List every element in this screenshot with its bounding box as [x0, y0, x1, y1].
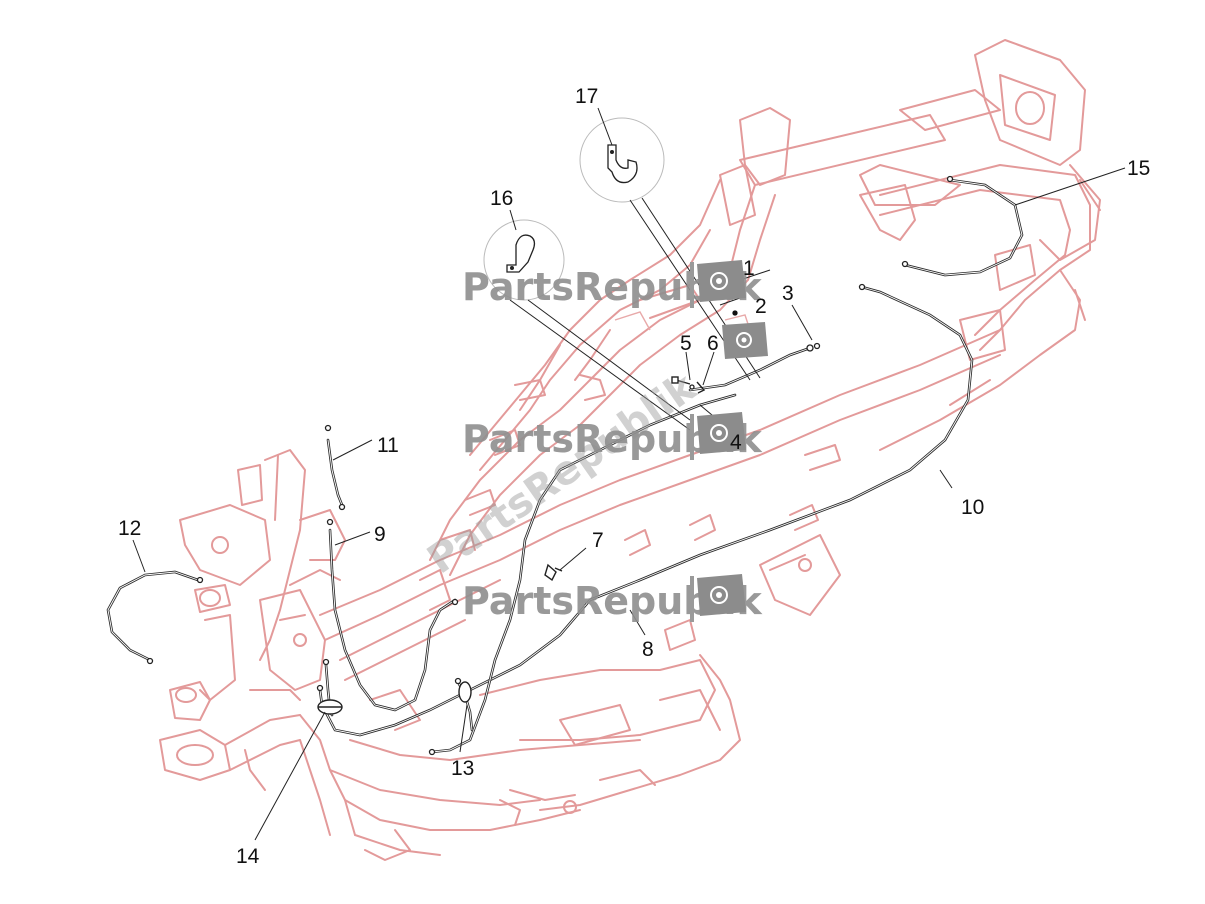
marker-dot	[732, 310, 738, 316]
callout-15: 15	[1127, 157, 1150, 180]
leader-lines	[132, 107, 1126, 841]
cable-10	[318, 285, 974, 737]
callout-2: 2	[755, 295, 767, 318]
callout-7: 7	[592, 529, 604, 552]
callout-10: 10	[961, 496, 984, 519]
callout-11: 11	[377, 434, 399, 457]
gear-badge	[722, 322, 768, 359]
cable-11	[326, 438, 344, 507]
cable-15	[903, 178, 1024, 277]
callout-4: 4	[730, 431, 742, 454]
callout-13: 13	[451, 757, 474, 780]
callout-labels: 17 16 15 1 2 3 4 5 6 7 8 9 10 11 12 13 1…	[118, 85, 1150, 868]
callout-12: 12	[118, 517, 141, 540]
callout-1: 1	[743, 257, 755, 280]
callout-17: 17	[575, 85, 598, 108]
callout-5: 5	[680, 332, 692, 355]
cable-9	[328, 528, 457, 712]
cable-12	[106, 570, 200, 662]
callout-9: 9	[374, 523, 386, 546]
watermark-diagonal-text: PartsRepublik	[419, 364, 705, 583]
cable-4	[430, 346, 812, 754]
watermark-3: PartsRepublik	[462, 574, 763, 623]
watermark-1: PartsRepublik	[462, 260, 763, 309]
callout-6: 6	[707, 332, 719, 355]
small-parts	[317, 376, 706, 715]
watermark-2: PartsRepublik	[462, 412, 763, 461]
callout-3: 3	[782, 282, 794, 305]
scooter-frame	[159, 39, 1101, 861]
detail-circle-16	[483, 219, 691, 431]
callout-8: 8	[642, 638, 654, 661]
callout-16: 16	[490, 187, 513, 210]
watermark-diagonal: PartsRepublik	[419, 364, 705, 583]
callout-14: 14	[236, 845, 260, 868]
